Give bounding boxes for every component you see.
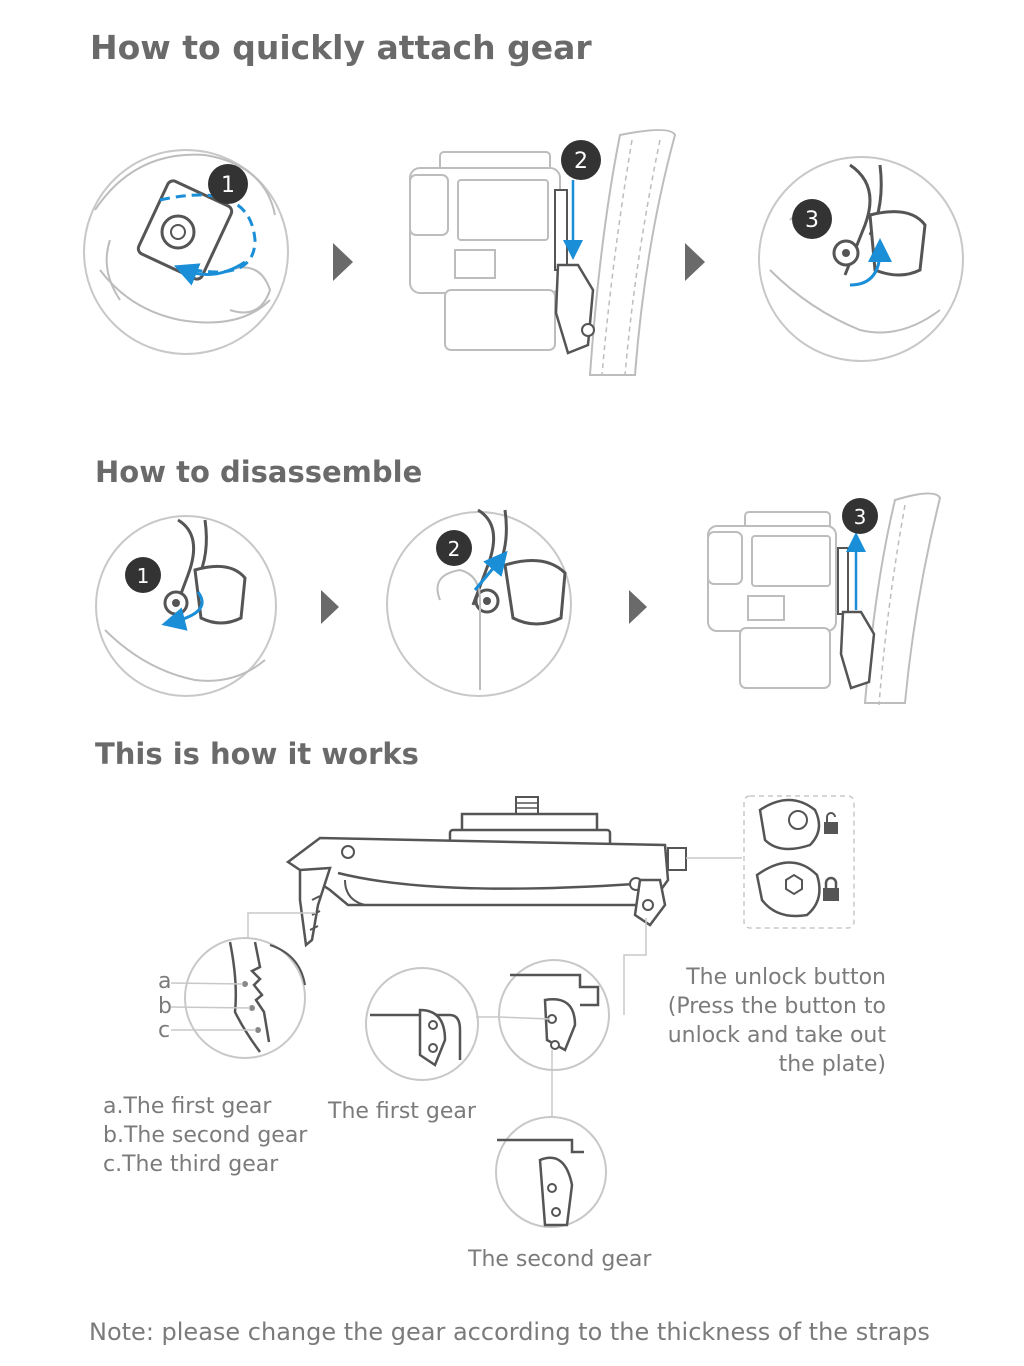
gear-legend-a: a.The first gear [103,1094,272,1119]
svg-text:2: 2 [574,149,588,174]
attach-arrow-1 [333,243,353,281]
unlock-button-inset [743,795,855,929]
unlock-label-line-2: (Press the button to [667,994,886,1019]
gear-marker-a: a [158,969,172,994]
gear-marker-c: c [158,1018,171,1043]
first-gear-label: The first gear [328,1099,476,1124]
attach-step-1-illustration [83,149,289,355]
attach-step-1-badge: 1 [208,164,248,204]
disassemble-arrow-2 [629,590,647,624]
disassemble-step-2-illustration [386,508,572,697]
works-section-title: This is how it works [95,737,419,771]
svg-text:2: 2 [448,537,461,561]
disassemble-step-1-badge: 1 [125,557,161,593]
disassemble-step-1-illustration [95,515,277,697]
attach-step-2-illustration [409,129,677,376]
attach-step-3-illustration [758,156,964,362]
attach-step-3-badge: 3 [792,199,832,239]
svg-text:3: 3 [854,505,867,529]
disassemble-step-2-badge: 2 [436,530,472,566]
gear-marker-b: b [158,994,172,1019]
unlock-label-line-4: the plate) [778,1052,886,1077]
first-gear-circle [365,967,479,1081]
gear-legend-b: b.The second gear [103,1123,308,1148]
disassemble-step-3-badge: 3 [842,498,878,534]
gear-legend-c: c.The third gear [103,1152,279,1177]
first-gear-detail-circle [498,959,610,1118]
gear-zoom-circle [170,937,306,1059]
disassemble-section-title: How to disassemble [95,455,423,489]
unlocked-padlock-icon [824,812,838,834]
svg-text:3: 3 [805,208,819,233]
disassemble-step-3-illustration [707,492,942,706]
svg-text:1: 1 [221,173,235,198]
disassemble-arrow-1 [321,590,339,624]
unlock-label-line-3: unlock and take out [667,1023,886,1048]
clip-diagram [247,796,742,1015]
attach-arrow-2 [685,243,705,281]
locked-padlock-icon [823,876,839,901]
second-gear-label: The second gear [468,1247,652,1272]
note-text: Note: please change the gear according t… [89,1318,930,1346]
svg-text:1: 1 [137,564,150,588]
second-gear-circle [495,1116,607,1228]
unlock-label-line-1: The unlock button [686,965,886,990]
attach-step-2-badge: 2 [561,140,601,180]
attach-section-title: How to quickly attach gear [90,28,592,67]
